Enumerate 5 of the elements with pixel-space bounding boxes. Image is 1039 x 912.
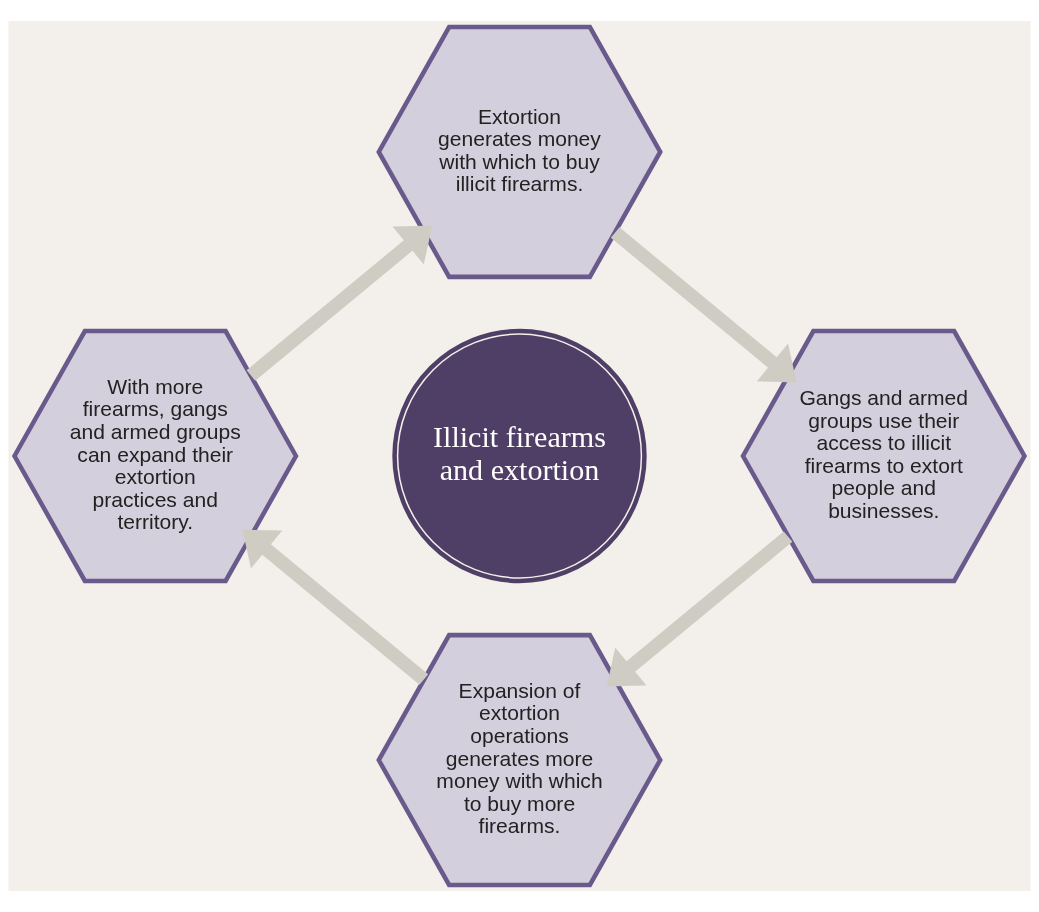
arrow — [246, 225, 433, 381]
arrow — [242, 529, 429, 685]
node-circle: Illicit firearms and extortion — [392, 328, 647, 584]
arrow — [606, 531, 793, 687]
arrow — [610, 227, 797, 383]
